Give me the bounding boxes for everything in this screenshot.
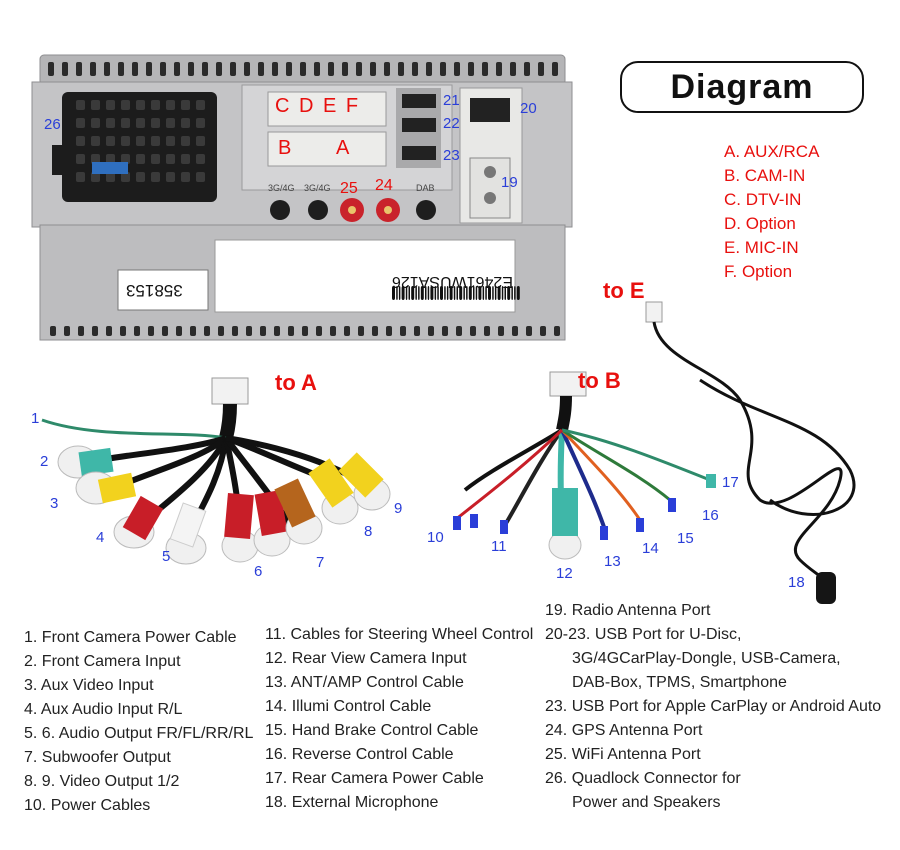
- connector-legend-item: A. AUX/RCA: [724, 142, 820, 161]
- callout-14: 14: [642, 540, 659, 557]
- connector-legend: A. AUX/RCA B. CAM-IN C. DTV-IN D. Option…: [724, 140, 819, 284]
- callout-23: 23: [443, 147, 460, 164]
- connector-legend-item: C. DTV-IN: [724, 190, 802, 209]
- port-labels-cdef: C D E F: [275, 95, 361, 117]
- legend-item: 4. Aux Audio Input R/L: [24, 701, 183, 718]
- microphone-cable: [645, 301, 856, 604]
- callout-25: 25: [340, 180, 358, 197]
- callout-13: 13: [604, 553, 621, 570]
- legend-item: 15. Hand Brake Control Cable: [265, 722, 479, 739]
- connector-legend-item: E. MIC-IN: [724, 238, 799, 257]
- callout-3: 3: [50, 495, 59, 512]
- legend-item: 12. Rear View Camera Input: [265, 650, 467, 667]
- harness-a: [41, 377, 391, 565]
- callout-16: 16: [702, 507, 719, 524]
- legend-item: DAB-Box, TPMS, Smartphone: [572, 674, 787, 691]
- callout-8: 8: [364, 523, 373, 540]
- legend-item: 3. Aux Video Input: [24, 677, 154, 694]
- connector-legend-item: B. CAM-IN: [724, 166, 806, 185]
- callout-9: 9: [394, 500, 403, 517]
- callout-24: 24: [375, 177, 393, 194]
- legend-item: 24. GPS Antenna Port: [545, 722, 703, 739]
- callout-10: 10: [427, 529, 444, 546]
- legend-item: 20-23. USB Port for U-Disc,: [545, 626, 742, 643]
- harness-b: [453, 371, 716, 560]
- legend-item: 18. External Microphone: [265, 794, 439, 811]
- legend-item: 17. Rear Camera Power Cable: [265, 770, 484, 787]
- callout-19: 19: [501, 174, 518, 191]
- legend-item: Power and Speakers: [572, 794, 721, 811]
- callout-6: 6: [254, 563, 263, 580]
- callout-5: 5: [162, 548, 171, 565]
- legend-item: 19. Radio Antenna Port: [545, 602, 711, 619]
- port-label-a: A: [336, 137, 352, 159]
- legend-item: 7. Subwoofer Output: [24, 749, 171, 766]
- legend-item: 2. Front Camera Input: [24, 653, 181, 670]
- legend-item: 1. Front Camera Power Cable: [24, 629, 237, 646]
- callout-22: 22: [443, 115, 460, 132]
- legend-item: 25. WiFi Antenna Port: [545, 746, 701, 763]
- legend-item: 5. 6. Audio Output FR/FL/RR/RL: [24, 725, 254, 742]
- callout-15: 15: [677, 530, 694, 547]
- legend-item: 26. Quadlock Connector for: [545, 770, 741, 787]
- legend-item: 23. USB Port for Apple CarPlay or Androi…: [545, 698, 882, 715]
- legend-item: 8. 9. Video Output 1/2: [24, 773, 180, 790]
- legend-item: 13. ANT/AMP Control Cable: [265, 674, 464, 691]
- callout-11: 11: [491, 538, 507, 555]
- diagram-title: Diagram: [670, 68, 814, 106]
- legend-item: 11. Cables for Steering Wheel Control: [265, 626, 534, 643]
- callout-26: 26: [44, 116, 61, 133]
- diagram-title-box: Diagram: [620, 61, 864, 113]
- callout-21: 21: [443, 92, 460, 109]
- callout-12: 12: [556, 565, 573, 582]
- antenna-label-2: 3G/4G: [304, 183, 331, 193]
- connector-legend-item: F. Option: [724, 262, 793, 281]
- callout-4: 4: [96, 529, 105, 546]
- antenna-label-1: 3G/4G: [268, 183, 295, 193]
- callout-2: 2: [40, 453, 49, 470]
- callout-20: 20: [520, 100, 537, 117]
- callout-to-b: to B: [578, 368, 621, 393]
- legend-item: 3G/4GCarPlay-Dongle, USB-Camera,: [572, 650, 841, 667]
- port-label-b: B: [278, 137, 294, 159]
- callout-to-e: to E: [603, 278, 645, 303]
- callout-18: 18: [788, 574, 805, 591]
- legend-item: 10. Power Cables: [24, 797, 151, 814]
- legend-item: 14. Illumi Control Cable: [265, 698, 432, 715]
- connector-legend-item: D. Option: [724, 214, 796, 233]
- legend-item: 16. Reverse Control Cable: [265, 746, 454, 763]
- callout-7: 7: [316, 554, 325, 571]
- callout-to-a: to A: [275, 370, 317, 395]
- callout-17: 17: [722, 474, 739, 491]
- antenna-label-3: DAB: [416, 183, 435, 193]
- callout-1: 1: [31, 410, 40, 427]
